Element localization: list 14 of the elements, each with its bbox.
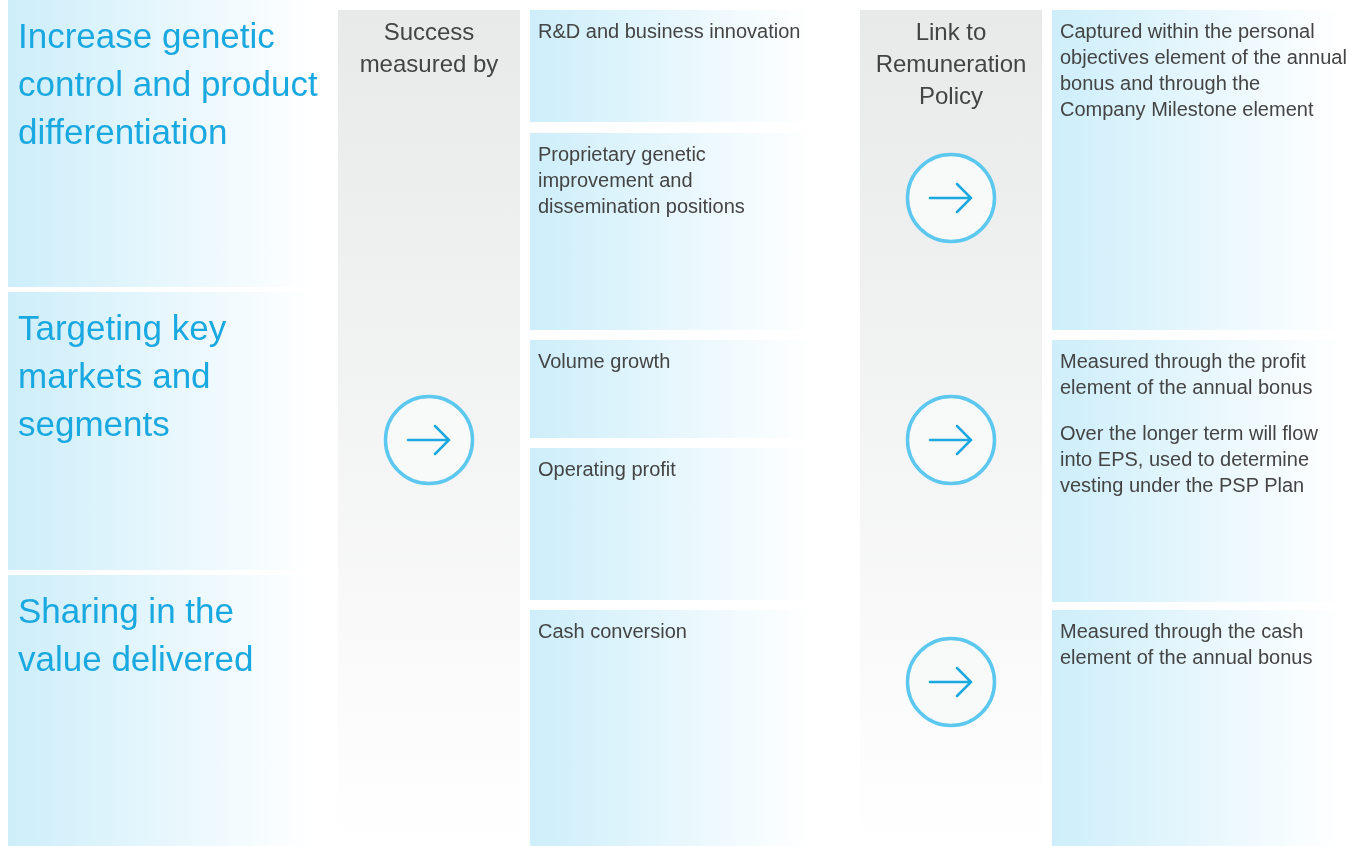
strategy-text: Targeting key markets and segments [18,307,228,445]
strategy-text: Increase genetic control and product differentiation [18,15,319,153]
strategy-text: Sharing in the value delivered [18,590,255,680]
description-text: R&D and business innovation [538,19,802,44]
description-text: Captured within the personal objectives element of the annual bonus and through the Company Milestone element [1060,19,1348,122]
description-text: Proprietary genetic improvement and dissemination positions [538,142,746,219]
column-heading: Success measured by [358,17,500,79]
description-text: Operating profit [538,457,677,482]
description-text: Over the longer term will flow into EPS, used to determine vesting under the PSP Plan [1060,421,1319,498]
description-text: Measured through the cash element of the annual bonus [1060,619,1314,670]
column-heading: Link to Remuneration Policy [874,17,1028,111]
description-text: Volume growth [538,349,672,374]
description-text: Measured through the profit element of the annual bonus [1060,349,1314,400]
description-text: Cash conversion [538,619,688,644]
